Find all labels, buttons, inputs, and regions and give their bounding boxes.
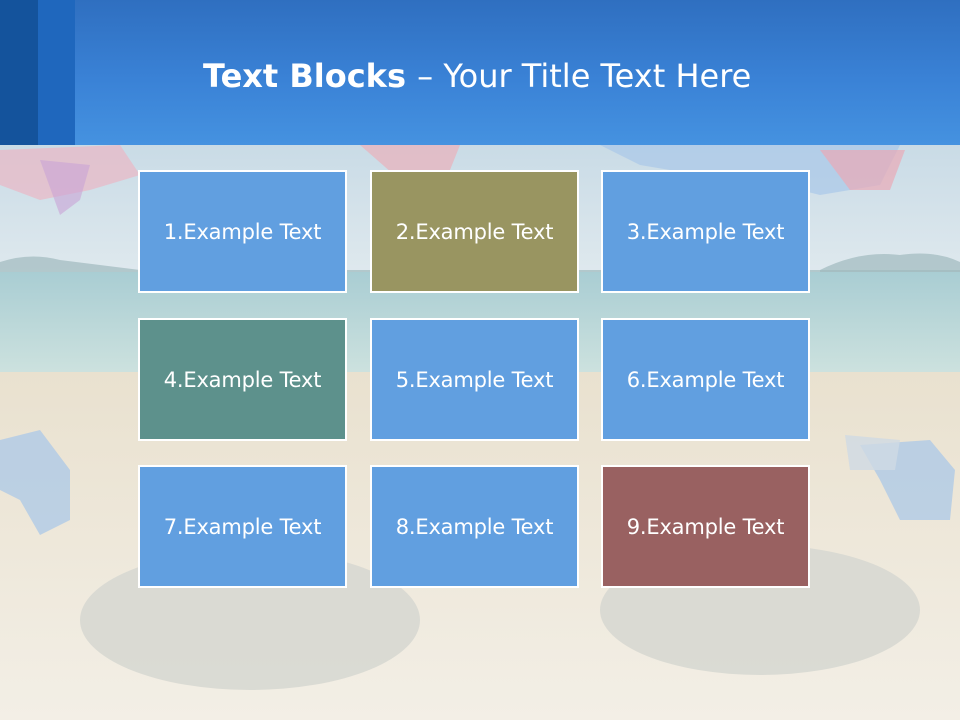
text-block-grid: 1.Example Text 2.Example Text 3.Example …	[138, 170, 816, 594]
text-block-label: 2.Example Text	[395, 219, 554, 244]
header-accent-stripe-dark	[0, 0, 38, 145]
text-block-label: 4.Example Text	[163, 367, 322, 392]
slide-title[interactable]: Text Blocks – Your Title Text Here	[203, 52, 751, 100]
text-block-2[interactable]: 2.Example Text	[370, 170, 579, 293]
text-block-1[interactable]: 1.Example Text	[138, 170, 347, 293]
text-block-5[interactable]: 5.Example Text	[370, 318, 579, 441]
text-block-3[interactable]: 3.Example Text	[601, 170, 810, 293]
title-bar: Text Blocks – Your Title Text Here	[0, 0, 960, 145]
text-block-label: 8.Example Text	[395, 514, 554, 539]
slide-title-rest: – Your Title Text Here	[417, 57, 752, 95]
header-accent-stripe-mid	[38, 0, 75, 145]
text-block-7[interactable]: 7.Example Text	[138, 465, 347, 588]
text-block-label: 1.Example Text	[163, 219, 322, 244]
text-block-9[interactable]: 9.Example Text	[601, 465, 810, 588]
text-block-label: 7.Example Text	[163, 514, 322, 539]
text-block-8[interactable]: 8.Example Text	[370, 465, 579, 588]
text-block-label: 9.Example Text	[626, 514, 785, 539]
text-block-label: 5.Example Text	[395, 367, 554, 392]
slide-title-bold: Text Blocks	[203, 57, 406, 95]
text-block-6[interactable]: 6.Example Text	[601, 318, 810, 441]
text-block-4[interactable]: 4.Example Text	[138, 318, 347, 441]
text-block-label: 6.Example Text	[626, 367, 785, 392]
text-block-label: 3.Example Text	[626, 219, 785, 244]
